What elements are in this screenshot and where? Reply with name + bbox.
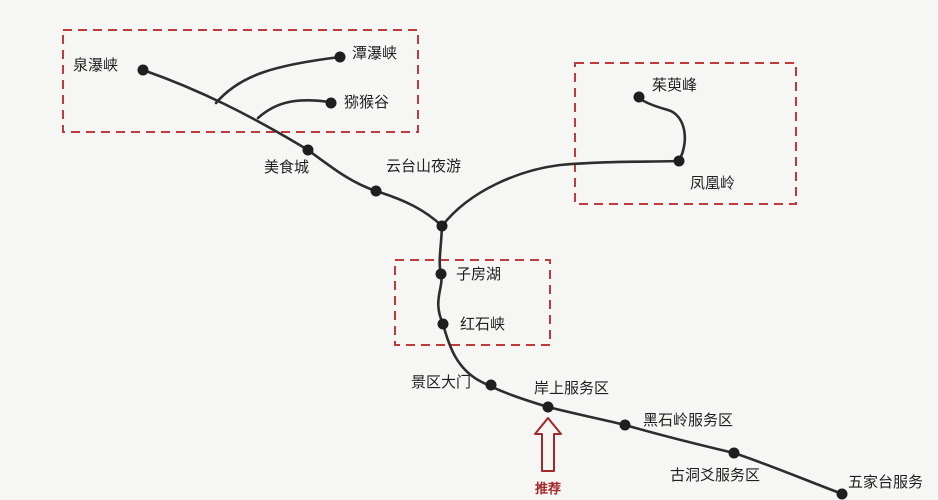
station-label-anshang-fuwuqu[interactable]: 岸上服务区 bbox=[534, 379, 609, 397]
recommend-label: 推荐 bbox=[535, 481, 561, 497]
region-box-northeast bbox=[574, 62, 797, 205]
station-dot-tanpuxia[interactable] bbox=[334, 51, 346, 63]
station-label-gudongjiao-fuwuqu[interactable]: 古洞爻服务区 bbox=[670, 466, 760, 484]
station-label-yuntaishan-yeyou[interactable]: 云台山夜游 bbox=[386, 157, 461, 175]
station-label-mihougu[interactable]: 猕猴谷 bbox=[344, 93, 389, 111]
station-dot-hongshixia[interactable] bbox=[437, 318, 449, 330]
station-dot-quanpuxia[interactable] bbox=[137, 64, 149, 76]
station-dot-heishiling-fuwuqu[interactable] bbox=[619, 419, 631, 431]
station-dot-fenghuangling[interactable] bbox=[673, 155, 685, 167]
station-label-zifanghu[interactable]: 子房湖 bbox=[456, 265, 501, 283]
station-dot-jingqu-damen[interactable] bbox=[485, 379, 497, 391]
region-box-northwest bbox=[62, 29, 419, 133]
station-label-heishiling-fuwuqu[interactable]: 黑石岭服务区 bbox=[643, 411, 733, 429]
station-dot-wujiatai-fuwu[interactable] bbox=[836, 488, 848, 500]
branch-route-fenghuangling bbox=[440, 159, 681, 228]
station-dot-zhuyufeng[interactable] bbox=[633, 91, 645, 103]
station-label-jingqu-damen[interactable]: 景区大门 bbox=[411, 373, 471, 391]
station-label-wujiatai-fuwu[interactable]: 五家台服务 bbox=[848, 473, 923, 491]
branch-route-zhuyufeng bbox=[637, 95, 687, 163]
station-dot-mihougu[interactable] bbox=[325, 97, 337, 109]
station-label-quanpuxia[interactable]: 泉瀑峡 bbox=[73, 56, 118, 74]
station-label-hongshixia[interactable]: 红石峡 bbox=[460, 315, 505, 333]
station-dot-junction[interactable] bbox=[436, 220, 448, 232]
station-dot-anshang-fuwuqu[interactable] bbox=[542, 401, 554, 413]
branch-route-tanpuxia bbox=[214, 55, 342, 105]
recommend-marker: 推荐 bbox=[534, 417, 562, 497]
up-arrow-icon bbox=[534, 417, 562, 472]
station-dot-gudongjiao-fuwuqu[interactable] bbox=[728, 447, 740, 459]
region-box-lake bbox=[394, 259, 551, 346]
station-label-tanpuxia[interactable]: 潭瀑峡 bbox=[352, 44, 397, 62]
station-dot-yuntaishan-yeyou[interactable] bbox=[370, 185, 382, 197]
station-label-fenghuangling[interactable]: 凤凰岭 bbox=[690, 174, 735, 192]
station-dot-meishicheng[interactable] bbox=[302, 144, 314, 156]
station-dot-zifanghu[interactable] bbox=[435, 268, 447, 280]
station-label-meishicheng[interactable]: 美食城 bbox=[264, 158, 309, 176]
station-label-zhuyufeng[interactable]: 茱萸峰 bbox=[652, 76, 697, 94]
branch-route-mihougu bbox=[256, 99, 332, 120]
